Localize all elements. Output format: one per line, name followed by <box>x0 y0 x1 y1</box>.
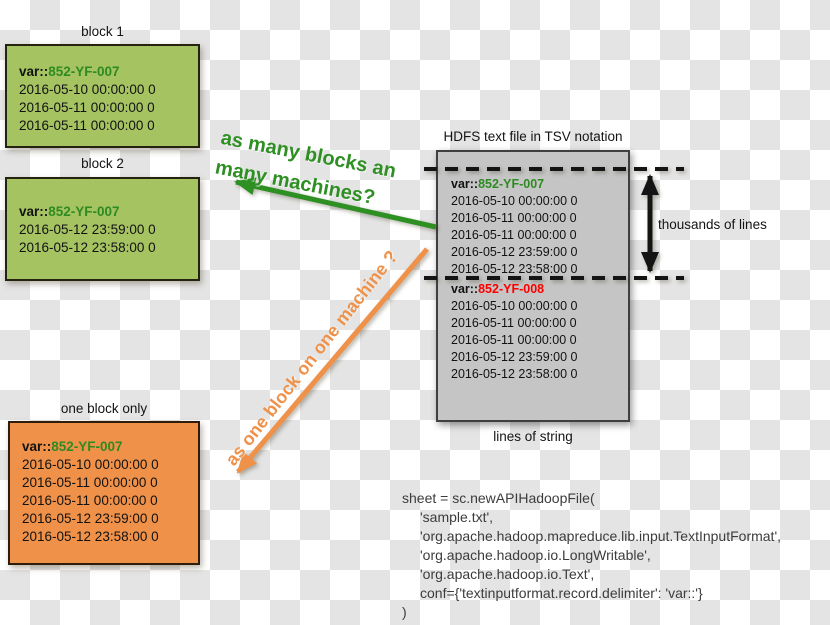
hdfs-box: var::852-YF-007 2016-05-10 00:00:00 0 20… <box>436 150 630 422</box>
data-row: 2016-05-12 23:58:00 0 <box>22 529 159 544</box>
one-block-box: var::852-YF-007 2016-05-10 00:00:00 0 20… <box>8 421 200 565</box>
var-prefix: var:: <box>22 439 52 454</box>
var-prefix: var:: <box>19 64 49 79</box>
data-row: 2016-05-11 00:00:00 0 <box>451 316 577 330</box>
code-line: 'org.apache.hadoop.io.Text', <box>420 566 595 582</box>
data-row: 2016-05-11 00:00:00 0 <box>451 211 577 225</box>
data-row: 2016-05-10 00:00:00 0 <box>19 82 156 97</box>
data-row: 2016-05-12 23:58:00 0 <box>451 367 578 381</box>
data-row: 2016-05-10 00:00:00 0 <box>451 299 578 313</box>
data-row: 2016-05-12 23:58:00 0 <box>451 262 578 276</box>
code-line: sheet = sc.newAPIHadoopFile( <box>402 490 595 506</box>
data-row: 2016-05-12 23:59:00 0 <box>451 245 578 259</box>
code-line: 'sample.txt', <box>420 509 494 525</box>
thousands-of-lines-label: thousands of lines <box>658 217 767 232</box>
var-prefix: var:: <box>451 177 479 191</box>
block2-label: block 2 <box>81 156 124 171</box>
one-block-var-line: var::852-YF-007 <box>22 438 198 456</box>
data-row: 2016-05-11 00:00:00 0 <box>22 493 158 508</box>
code-line: 'org.apache.hadoop.mapreduce.lib.input.T… <box>420 528 782 544</box>
block2-box: var::852-YF-007 2016-05-12 23:59:00 0 20… <box>5 177 200 281</box>
data-row: 2016-05-11 00:00:00 0 <box>19 100 155 115</box>
var-value: 852-YF-007 <box>48 64 120 79</box>
data-row: 2016-05-10 00:00:00 0 <box>22 457 159 472</box>
data-row: 2016-05-12 23:59:00 0 <box>22 511 159 526</box>
block2-var-line: var::852-YF-007 <box>19 203 198 221</box>
hdfs-section-2: var::852-YF-008 2016-05-10 00:00:00 0 20… <box>451 281 578 383</box>
var-value: 852-YF-007 <box>51 439 123 454</box>
data-row: 2016-05-11 00:00:00 0 <box>22 475 158 490</box>
hdfs-section-1: var::852-YF-007 2016-05-10 00:00:00 0 20… <box>451 176 578 278</box>
block1-var-line: var::852-YF-007 <box>19 63 198 81</box>
data-row: 2016-05-10 00:00:00 0 <box>451 194 578 208</box>
code-line: conf={'textinputformat.record.delimiter'… <box>420 585 703 601</box>
var-value: 852-YF-007 <box>478 177 545 191</box>
hdfs-var-line-1: var::852-YF-007 <box>451 176 578 193</box>
code-line: ) <box>402 604 407 620</box>
data-row: 2016-05-12 23:59:00 0 <box>451 350 578 364</box>
data-row: 2016-05-12 23:59:00 0 <box>19 222 156 237</box>
code-snippet: sheet = sc.newAPIHadoopFile( 'sample.txt… <box>402 489 781 622</box>
one-block-label: one block only <box>60 401 148 416</box>
block1-box: var::852-YF-007 2016-05-10 00:00:00 0 20… <box>5 44 200 148</box>
orange-arrow-icon <box>236 247 429 474</box>
code-line: 'org.apache.hadoop.io.LongWritable', <box>420 547 651 563</box>
hdfs-label: HDFS text file in TSV notation <box>443 129 623 144</box>
data-row: 2016-05-11 00:00:00 0 <box>451 333 577 347</box>
hdfs-caption: lines of string <box>493 429 573 444</box>
hdfs-var-line-2: var::852-YF-008 <box>451 281 578 298</box>
var-value: 852-YF-008 <box>478 282 545 296</box>
var-prefix: var:: <box>451 282 479 296</box>
green-arrow-caption: as many blocks an many machines? <box>213 123 399 216</box>
data-row: 2016-05-11 00:00:00 0 <box>451 228 577 242</box>
data-row: 2016-05-11 00:00:00 0 <box>19 118 155 133</box>
orange-arrow-caption: as one block on one machine ? <box>221 246 402 470</box>
block1-label: block 1 <box>81 24 124 39</box>
var-prefix: var:: <box>19 204 49 219</box>
var-value: 852-YF-007 <box>48 204 120 219</box>
data-row: 2016-05-12 23:58:00 0 <box>19 240 156 255</box>
